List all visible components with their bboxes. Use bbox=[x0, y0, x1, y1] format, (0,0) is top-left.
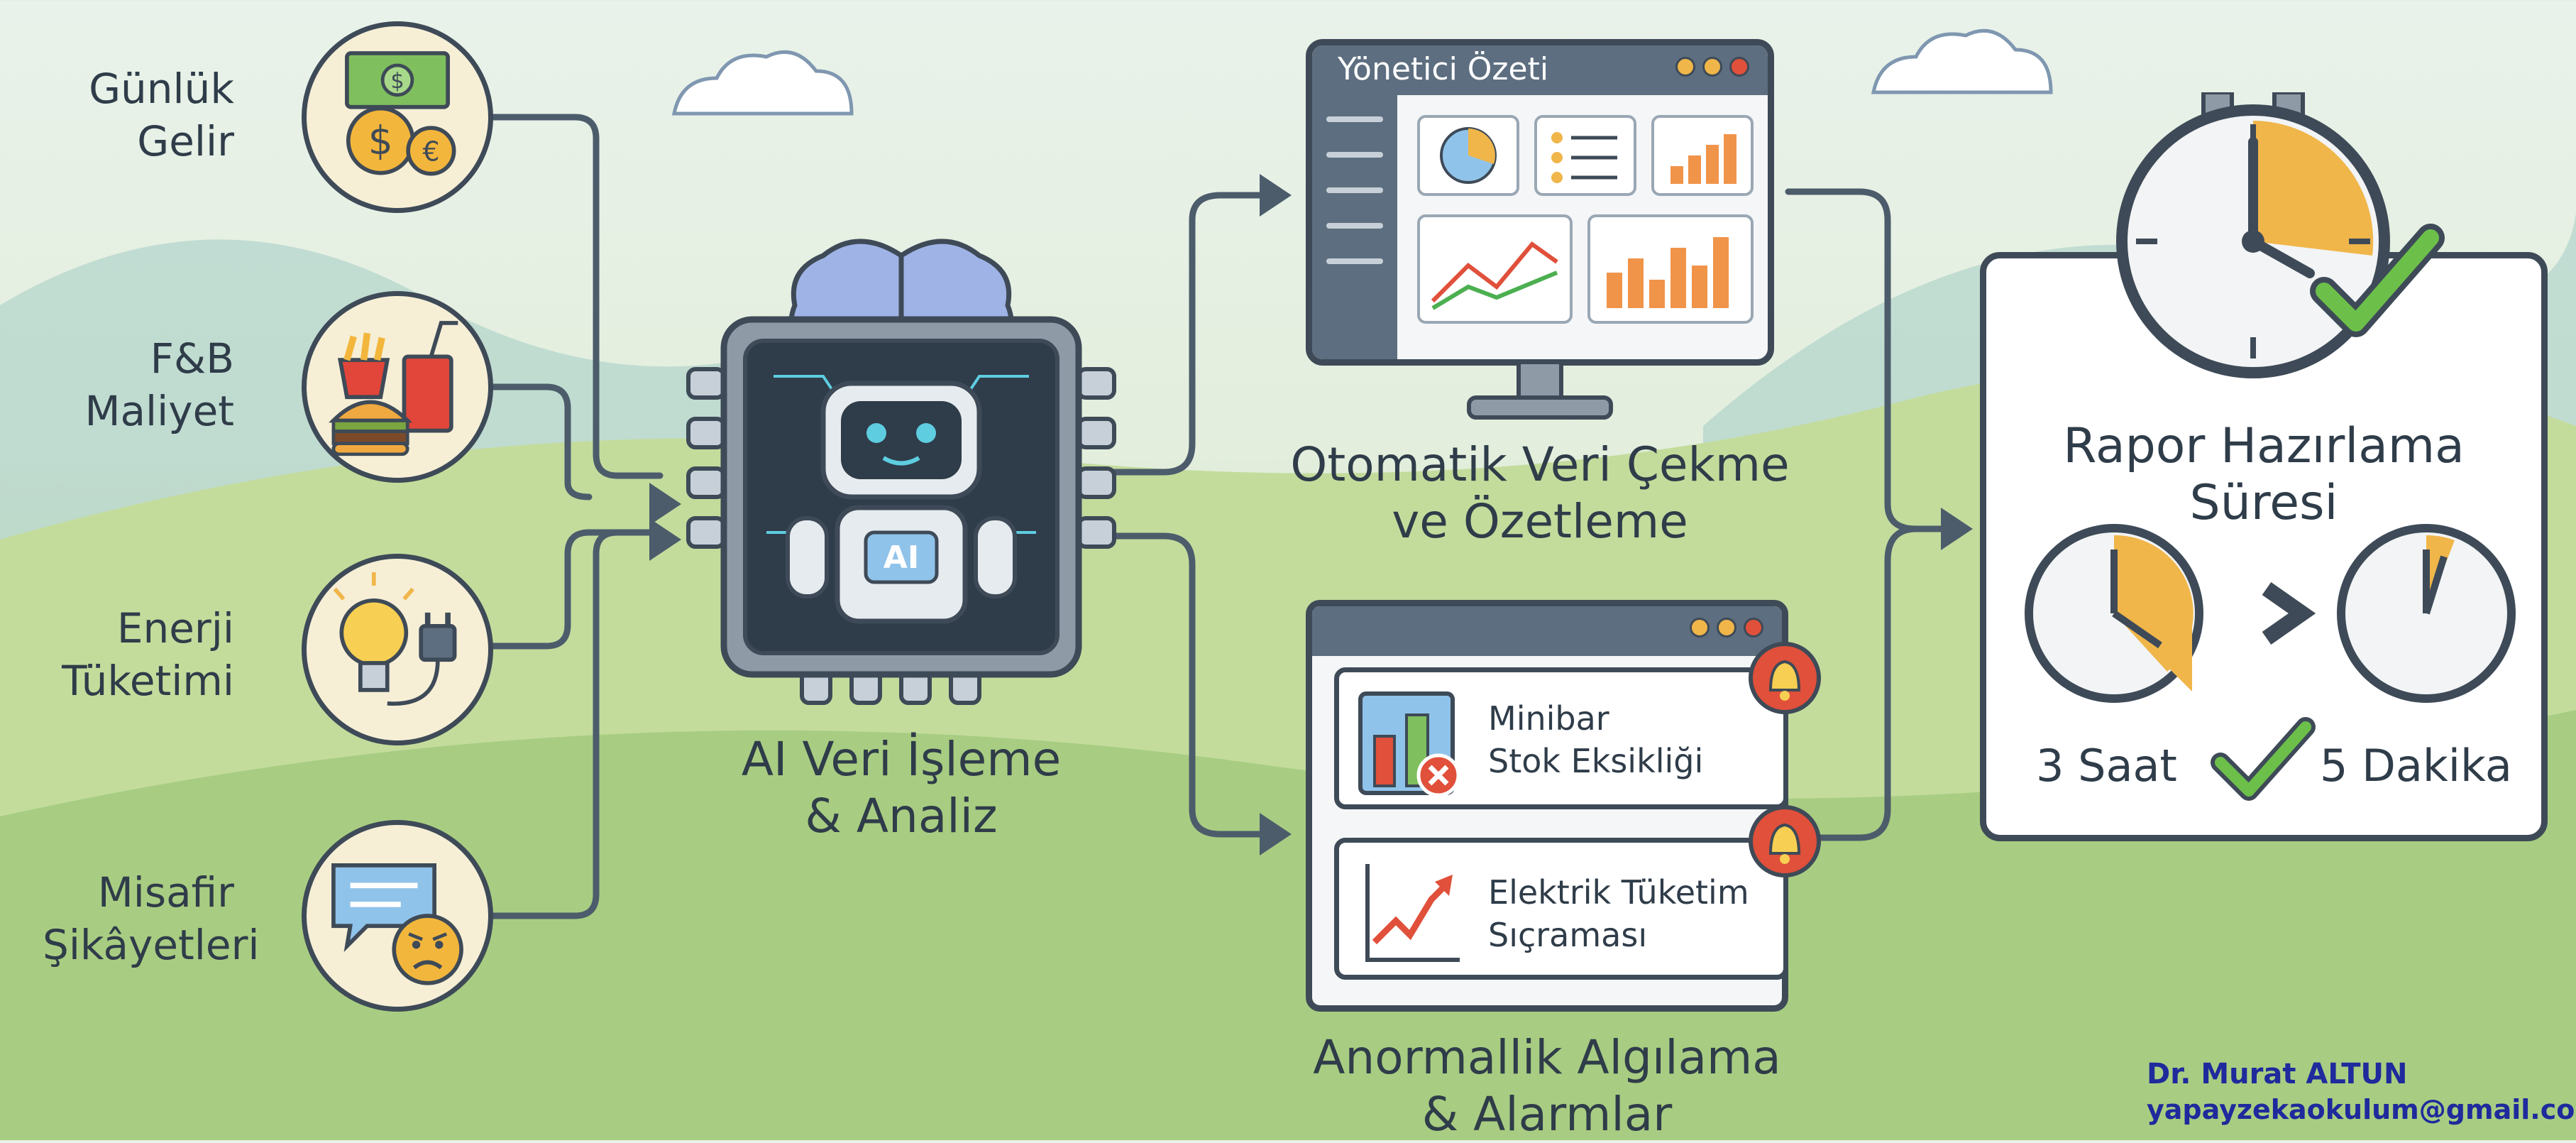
window-dot-icon bbox=[1744, 618, 1763, 638]
report-before-value: 3 Saat bbox=[2036, 740, 2177, 792]
alerts-titlebar bbox=[1312, 606, 1782, 656]
window-dot-icon bbox=[1690, 618, 1710, 638]
minibar-stock-icon bbox=[1358, 691, 1460, 797]
svg-text:€: € bbox=[422, 136, 439, 168]
money-icon: $ $ € bbox=[302, 21, 493, 213]
window-controls bbox=[1683, 618, 1763, 640]
window-dot-icon bbox=[1717, 618, 1736, 638]
food-drink-icon bbox=[302, 291, 493, 483]
input-label-energy: Enerji Tüketimi bbox=[62, 604, 234, 705]
bell-alert-icon bbox=[1749, 805, 1821, 877]
ai-robot-chip-icon: AI bbox=[686, 239, 1116, 705]
dashboard-monitor: Yönetici Özeti bbox=[1306, 39, 1774, 366]
alarm-clock-icon bbox=[2116, 92, 2445, 378]
checkmark-icon bbox=[2211, 717, 2316, 801]
input-label-fnb: F&B Maliyet bbox=[84, 334, 234, 435]
author-email: yapayzekaokulum@gmail.com bbox=[2147, 1094, 2576, 1125]
dashboard-caption: Otomatik Veri Çekme ve Özetleme bbox=[1290, 437, 1790, 549]
dashboard-window-title: Yönetici Özeti bbox=[1338, 51, 1549, 87]
alert-item-electric: Elektrik Tüketim Sıçraması bbox=[1334, 838, 1788, 980]
svg-text:$: $ bbox=[368, 118, 393, 163]
alert-item-minibar: Minibar Stok Eksikliği bbox=[1334, 667, 1788, 809]
bulb-plug-icon bbox=[302, 554, 493, 745]
rising-chart-icon bbox=[1365, 864, 1460, 962]
dashboard-titlebar: Yönetici Özeti bbox=[1312, 45, 1768, 95]
chat-angry-icon bbox=[302, 820, 493, 1012]
dashboard-widgets bbox=[1312, 95, 1754, 359]
processor-caption: AI Veri İşleme & Analiz bbox=[741, 732, 1062, 843]
time-comparison-icon bbox=[2025, 524, 2516, 703]
alerts-caption: Anormallik Algılama & Alarmlar bbox=[1313, 1030, 1781, 1142]
window-dot-icon bbox=[1729, 57, 1749, 77]
svg-text:$: $ bbox=[390, 69, 404, 94]
report-after-value: 5 Dakika bbox=[2320, 740, 2512, 792]
window-dot-icon bbox=[1702, 57, 1722, 77]
input-label-complaints: Misafir Şikâyetleri bbox=[43, 868, 260, 969]
monitor-stand bbox=[1467, 362, 1613, 420]
alert-text-minibar: Minibar Stok Eksikliği bbox=[1488, 699, 1704, 780]
chip-label: AI bbox=[884, 540, 919, 576]
window-controls bbox=[1668, 57, 1749, 80]
bell-alert-icon bbox=[1749, 642, 1821, 714]
window-dot-icon bbox=[1675, 57, 1695, 77]
input-label-revenue: Günlük Gelir bbox=[89, 65, 234, 165]
report-title: Rapor Hazırlama Süresi bbox=[2063, 418, 2465, 531]
alert-text-electric: Elektrik Tüketim Sıçraması bbox=[1488, 873, 1749, 954]
author-name: Dr. Murat ALTUN bbox=[2147, 1058, 2408, 1090]
